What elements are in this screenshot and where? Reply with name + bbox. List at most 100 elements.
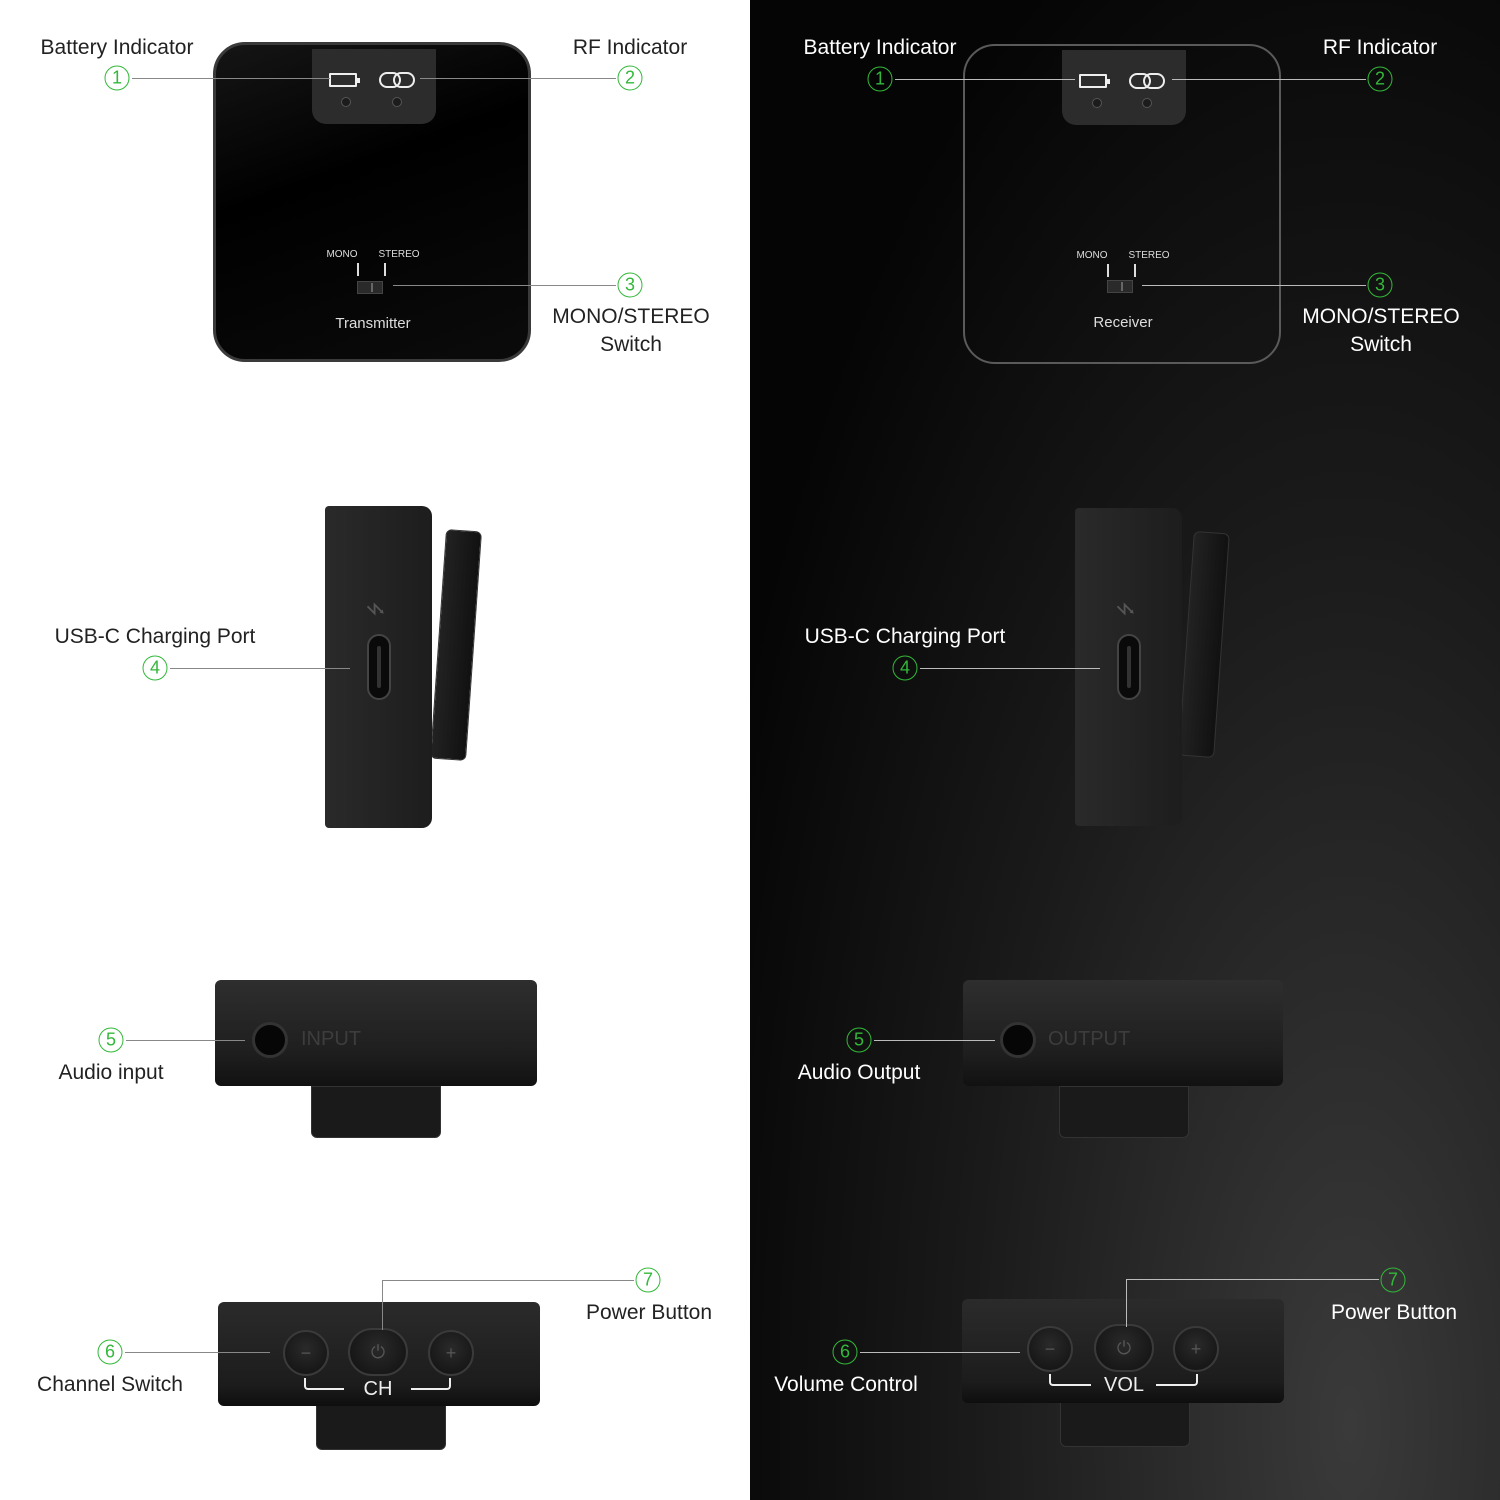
stereo-tick	[1134, 264, 1136, 277]
belt-clip	[430, 529, 482, 761]
mono-tick	[357, 263, 359, 276]
receiver-top-view: OUTPUT	[963, 980, 1283, 1086]
callout-line-6	[125, 1352, 270, 1353]
bracket-left	[1049, 1374, 1091, 1386]
mono-label: MONO	[326, 249, 358, 260]
volume-down-button[interactable]: −	[1027, 1326, 1073, 1372]
callout-number-3: 3	[1367, 272, 1393, 298]
rf-link-icon	[1129, 73, 1165, 89]
button-group-label: CH	[363, 1378, 393, 1400]
callout-number-1: 1	[104, 65, 130, 91]
callout-line-5	[874, 1040, 995, 1041]
callout-line-4	[920, 668, 1100, 669]
callout-line-7	[1126, 1279, 1379, 1280]
receiver-front-view: MONO STEREO Receiver	[963, 44, 1281, 364]
callout-line-1	[895, 79, 1075, 80]
port-engraving: INPUT	[301, 1028, 361, 1050]
callout-number-6: 6	[97, 1339, 123, 1365]
callout-number-4: 4	[142, 655, 168, 681]
audio-output-jack[interactable]	[1000, 1022, 1036, 1058]
callout-line-2	[1172, 79, 1366, 80]
clip-bottom	[316, 1404, 446, 1450]
callout-line-3	[1142, 285, 1366, 286]
callout-number-7: 7	[635, 1267, 661, 1293]
transmitter-top-view: INPUT	[215, 980, 537, 1086]
port-engraving: OUTPUT	[1048, 1028, 1131, 1050]
transmitter-bottom-view: − ⏻ + CH	[218, 1302, 540, 1406]
battery-icon	[329, 73, 360, 87]
callout-line-1	[132, 78, 330, 79]
callout-label-4: USB-C Charging Port	[804, 625, 1006, 648]
callout-number-2: 2	[617, 65, 643, 91]
belt-clip	[1178, 531, 1230, 758]
transmitter-side-view: ⭍	[325, 506, 432, 828]
callout-label-1: Battery Indicator	[40, 36, 194, 59]
rf-led	[392, 97, 402, 107]
callout-label-2: RF Indicator	[1322, 36, 1438, 59]
receiver-bottom-view: − ⏻ + VOL	[962, 1299, 1284, 1403]
clip-top	[311, 1086, 441, 1138]
callout-number-2: 2	[1367, 66, 1393, 92]
mono-stereo-switch[interactable]	[1107, 280, 1133, 293]
mono-tick	[1107, 264, 1109, 277]
usb-icon: ⭍	[1115, 601, 1136, 617]
transmitter-panel: MONO STEREO Transmitter Battery Indicato…	[37, 36, 713, 1450]
bracket-right	[1156, 1374, 1198, 1386]
mono-stereo-switch[interactable]	[357, 281, 383, 294]
bracket-right	[411, 1378, 451, 1390]
rf-led	[1142, 98, 1152, 108]
callout-label-3: MONO/STEREO	[552, 305, 710, 328]
minus-button[interactable]: −	[283, 1330, 329, 1376]
receiver-side-view: ⭍	[1075, 508, 1182, 826]
indicator-panel	[312, 49, 436, 124]
callout-line-7	[382, 1280, 634, 1281]
callout-label-1: Battery Indicator	[803, 36, 957, 59]
callout-number-5: 5	[98, 1027, 124, 1053]
usb-c-port[interactable]	[1117, 634, 1141, 700]
usb-c-port[interactable]	[367, 634, 391, 700]
callout-label-6: Volume Control	[774, 1373, 918, 1396]
callout-number-4: 4	[892, 655, 918, 681]
callout-label-6: Channel Switch	[37, 1373, 183, 1396]
callout-line-6	[860, 1352, 1020, 1353]
receiver-panel: MONO STEREO Receiver Battery Indicator 1…	[750, 0, 1500, 1500]
callout-line-7-vertical	[382, 1280, 383, 1330]
callout-label-3b: Switch	[600, 333, 662, 356]
transmitter-front-view: MONO STEREO Transmitter	[213, 42, 531, 362]
button-group-label: VOL	[1103, 1374, 1145, 1396]
clip-bottom	[1060, 1401, 1190, 1447]
rf-link-icon	[379, 72, 415, 88]
callout-line-7-vertical	[1126, 1279, 1127, 1327]
power-button[interactable]: ⏻	[348, 1328, 408, 1376]
stereo-tick	[384, 263, 386, 276]
callout-number-5: 5	[846, 1027, 872, 1053]
callout-number-6: 6	[832, 1339, 858, 1365]
battery-led	[341, 97, 351, 107]
callout-line-5	[126, 1040, 245, 1041]
callout-label-5: Audio input	[58, 1061, 164, 1084]
callout-label-2: RF Indicator	[572, 36, 688, 59]
stereo-label: STEREO	[378, 249, 420, 260]
callout-number-3: 3	[617, 272, 643, 298]
callout-label-4: USB-C Charging Port	[54, 625, 256, 648]
callout-label-7: Power Button	[585, 1301, 713, 1324]
stereo-label: STEREO	[1128, 250, 1170, 261]
callout-number-1: 1	[867, 66, 893, 92]
plus-button[interactable]: +	[428, 1330, 474, 1376]
callout-label-5: Audio Output	[797, 1061, 921, 1084]
device-name: Transmitter	[335, 315, 411, 332]
power-button[interactable]: ⏻	[1094, 1324, 1154, 1372]
indicator-panel	[1062, 50, 1186, 125]
callout-number-7: 7	[1380, 1267, 1406, 1293]
mono-label: MONO	[1076, 250, 1108, 261]
audio-input-jack[interactable]	[252, 1022, 288, 1058]
callout-label-7: Power Button	[1330, 1301, 1458, 1324]
device-name: Receiver	[1093, 314, 1153, 331]
usb-icon: ⭍	[365, 601, 386, 617]
bracket-left	[304, 1378, 344, 1390]
volume-up-button[interactable]: +	[1173, 1326, 1219, 1372]
battery-led	[1092, 98, 1102, 108]
callout-line-3	[393, 285, 616, 286]
callout-label-3: MONO/STEREO	[1302, 305, 1460, 328]
callout-line-2	[420, 78, 616, 79]
